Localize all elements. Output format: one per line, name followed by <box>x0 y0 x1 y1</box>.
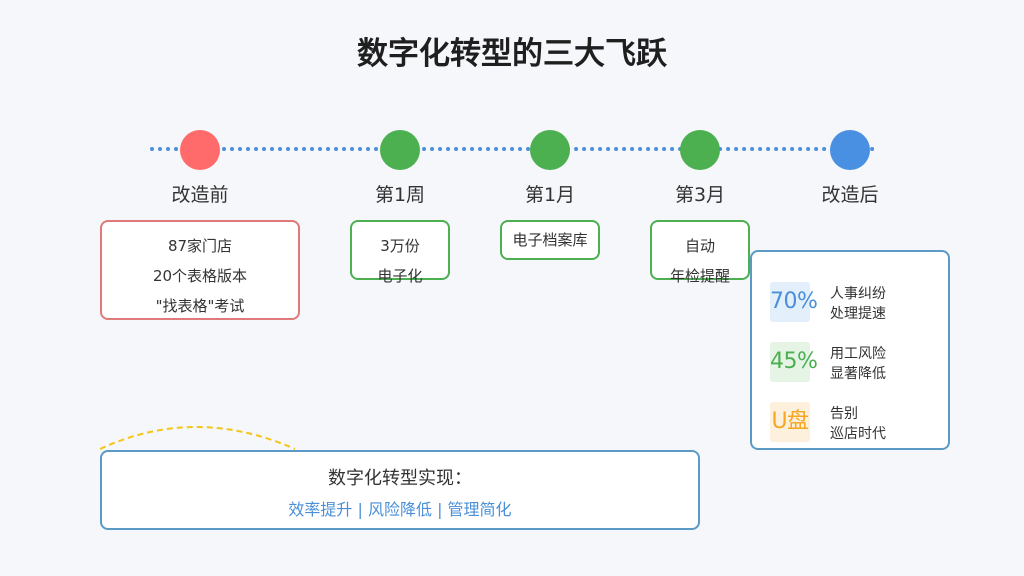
week1-box: 3万份 电子化 <box>350 220 450 285</box>
stage-label-after: 改造后 <box>821 184 879 206</box>
node-month1 <box>530 130 570 170</box>
before-box-line: "找表格"考试 <box>155 297 245 315</box>
result-value: 45% <box>770 342 818 382</box>
stage-label-week1: 第1周 <box>374 184 426 206</box>
stage-label-month1: 第1月 <box>524 184 576 206</box>
month3-box: 自动 年检提醒 <box>650 220 750 285</box>
month3-box-line: 自动 <box>684 237 715 255</box>
results-panel: 70% 人事纠纷 处理提速 45% 用工风险 显著降低 U盘 告别 巡店时代 <box>750 250 950 450</box>
result-value: U盘 <box>770 402 810 442</box>
result-item: 70% 人事纠纷 处理提速 <box>770 282 950 326</box>
result-desc: 用工风险 显著降低 <box>830 344 886 384</box>
node-week1 <box>380 130 420 170</box>
decorative-arc <box>99 426 296 450</box>
node-month3 <box>680 130 720 170</box>
week1-box-line: 3万份 <box>380 237 420 255</box>
result-desc-line: 显著降低 <box>830 366 886 382</box>
node-after <box>830 130 870 170</box>
result-desc: 告别 巡店时代 <box>830 404 886 444</box>
result-desc-line: 用工风险 <box>830 346 886 362</box>
month3-box-line: 年检提醒 <box>669 267 730 285</box>
week1-box-line: 电子化 <box>377 267 423 285</box>
before-box: 87家门店 20个表格版本 "找表格"考试 <box>100 220 300 320</box>
result-desc-line: 处理提速 <box>830 306 886 322</box>
result-desc-line: 人事纠纷 <box>830 286 886 302</box>
result-item: U盘 告别 巡店时代 <box>770 402 950 446</box>
stage-label-month3: 第3月 <box>674 184 726 206</box>
result-desc-line: 告别 <box>830 406 858 422</box>
summary-box: 数字化转型实现： 效率提升 | 风险降低 | 管理简化 <box>100 450 700 530</box>
timeline-line <box>150 147 875 151</box>
summary-title: 数字化转型实现： <box>328 468 472 489</box>
node-before <box>180 130 220 170</box>
result-desc: 人事纠纷 处理提速 <box>830 284 886 324</box>
month1-box-line: 电子档案库 <box>512 231 588 249</box>
result-desc-line: 巡店时代 <box>830 426 886 442</box>
page-title: 数字化转型的三大飞跃 <box>357 36 667 72</box>
before-box-line: 87家门店 <box>167 237 233 255</box>
result-item: 45% 用工风险 显著降低 <box>770 342 950 386</box>
summary-subtitle: 效率提升 | 风险降低 | 管理简化 <box>288 500 512 519</box>
stage-label-before: 改造前 <box>171 184 229 206</box>
month1-box: 电子档案库 <box>500 220 600 260</box>
result-value: 70% <box>770 282 818 322</box>
before-box-line: 20个表格版本 <box>152 267 248 285</box>
